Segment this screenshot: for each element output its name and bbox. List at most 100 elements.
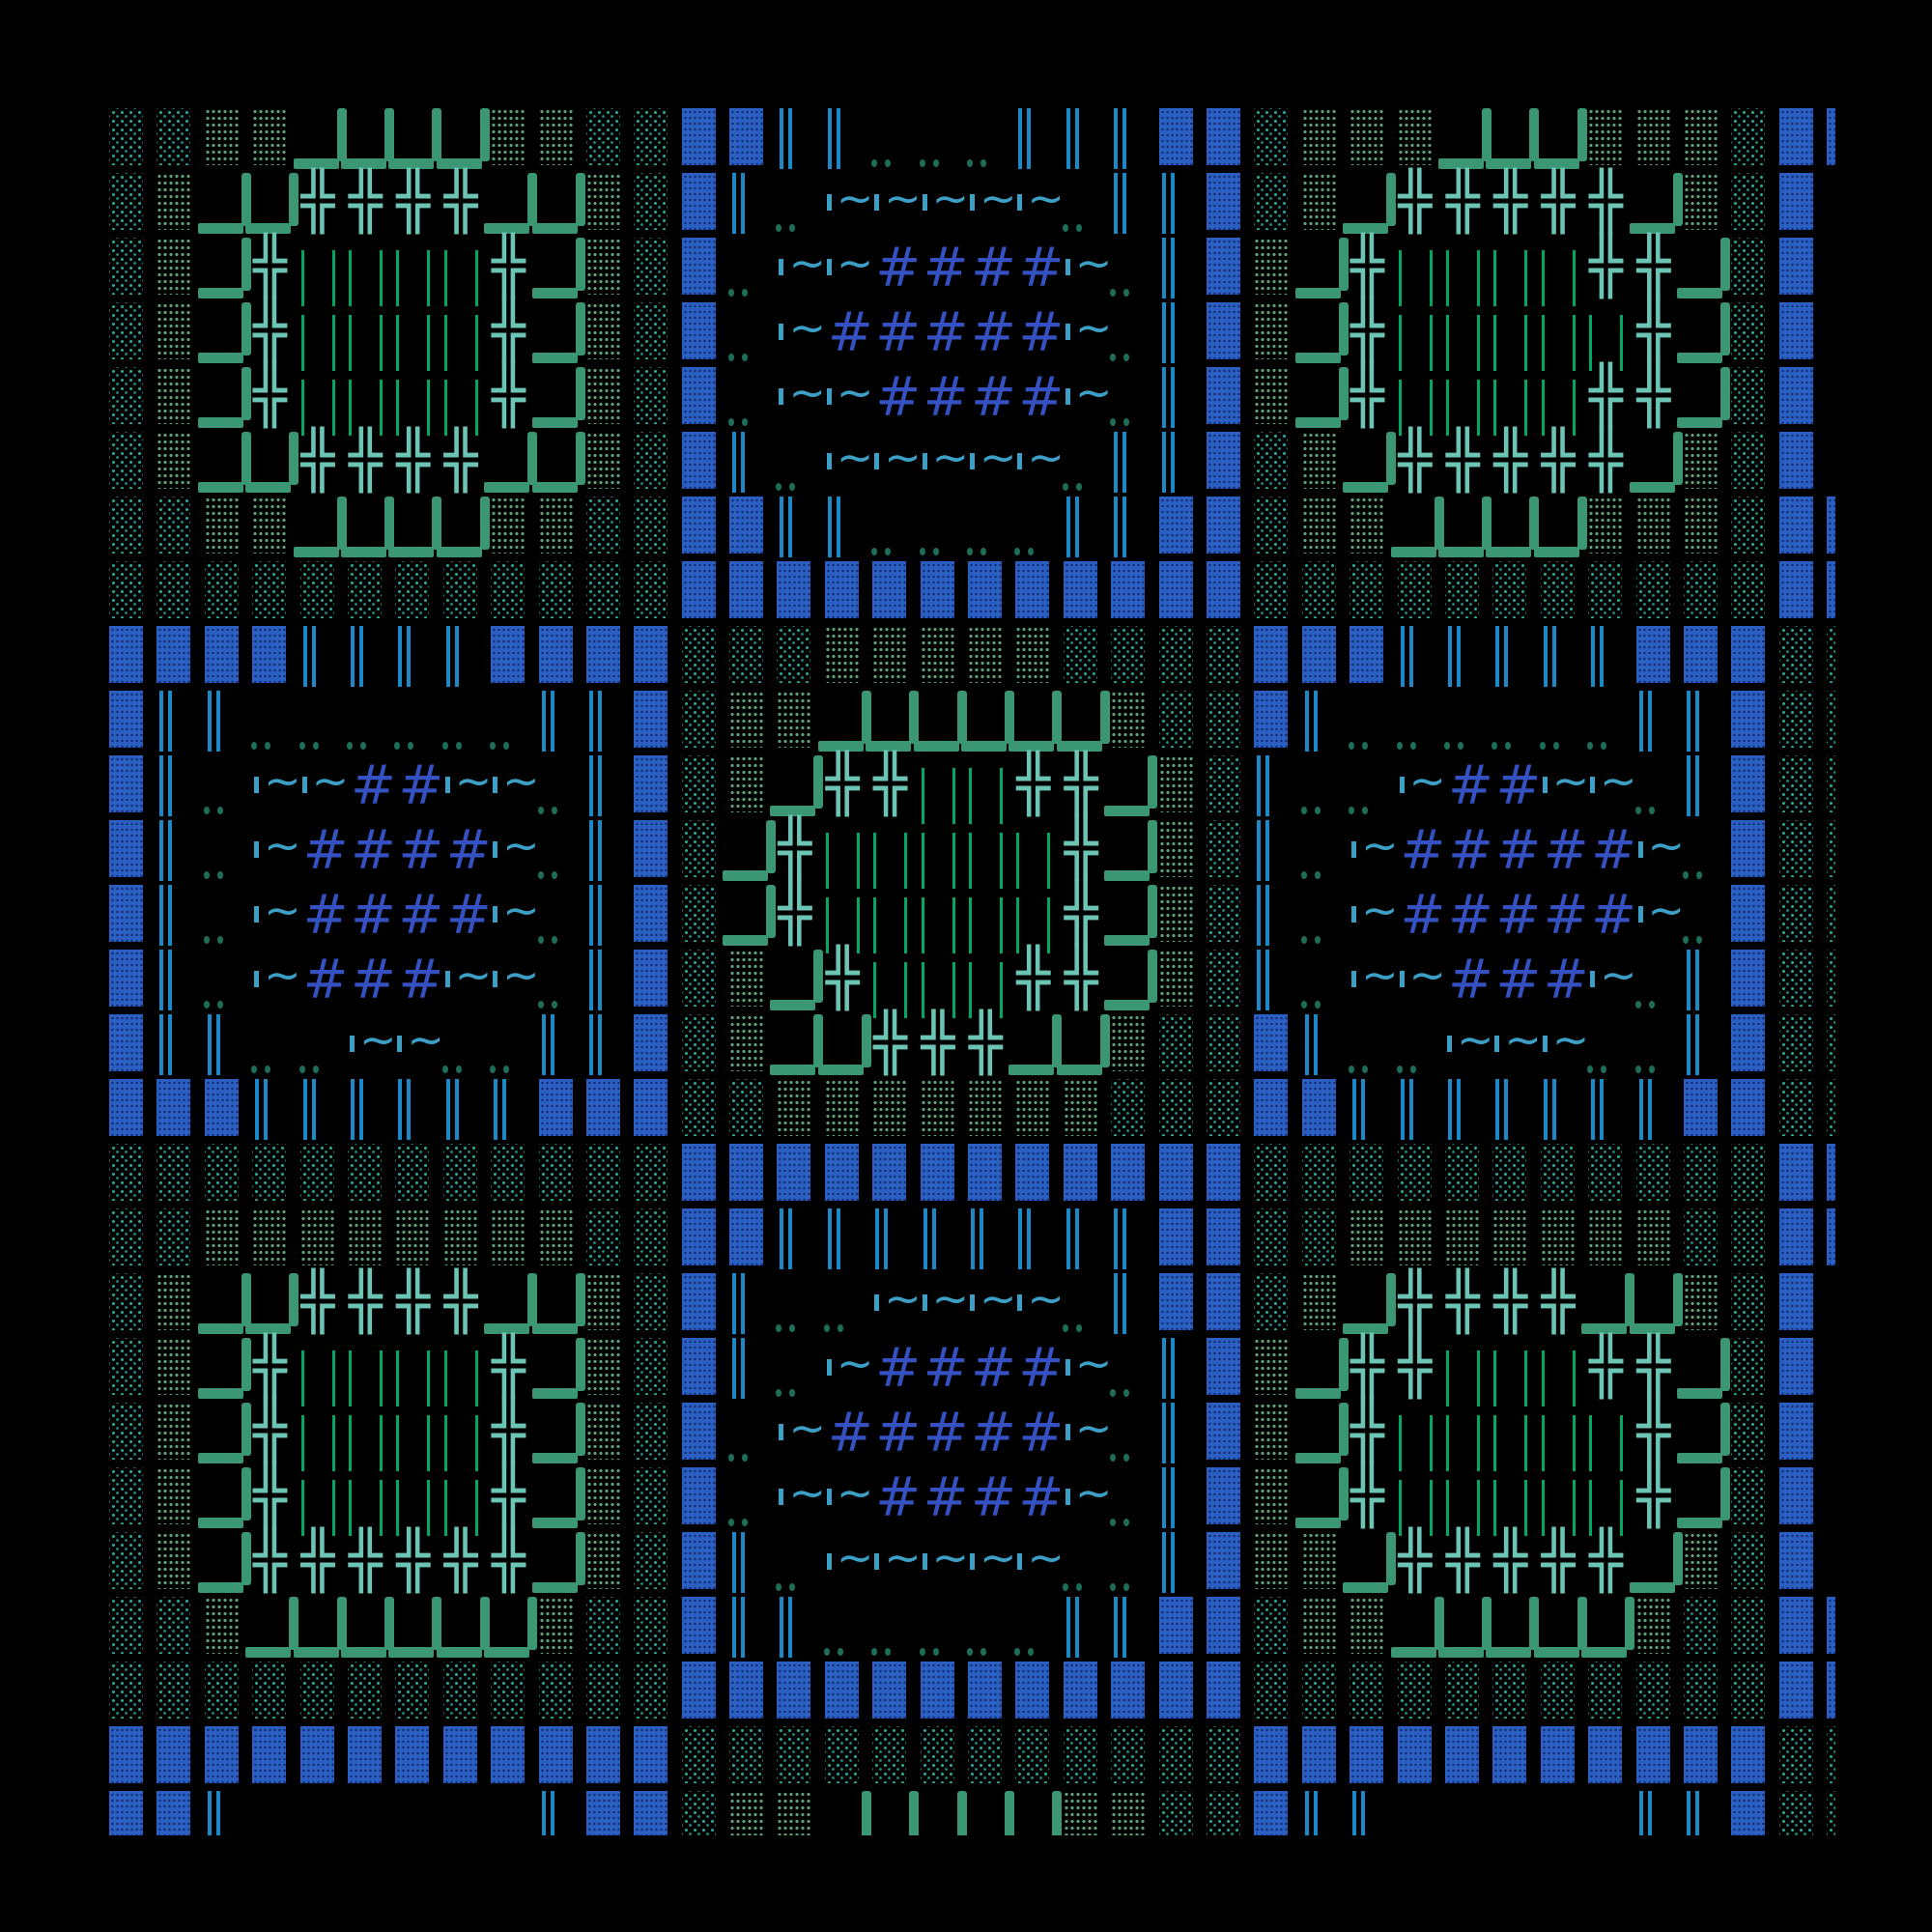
sparse-dots-glyph: ░ [633, 363, 680, 428]
double-pipe-glyph: ║ [1635, 1787, 1683, 1835]
double-pipe-glyph: ║ [1110, 493, 1157, 557]
double-pipe-glyph: ║ [1253, 946, 1300, 1010]
sparse-dots-glyph: ░ [108, 428, 156, 493]
medium-dots-glyph: ▒ [1635, 104, 1683, 169]
blue-block-glyph: ▓ [633, 1010, 680, 1075]
hash-glyph: # [1018, 366, 1065, 429]
sparse-dots-glyph: ░ [156, 1658, 203, 1722]
cross-glyph: ╬ [1636, 298, 1671, 363]
blue-block-glyph: ▓ [490, 622, 537, 687]
cross-glyph: ╬ [492, 1527, 526, 1593]
cross-glyph: ╬ [253, 1463, 288, 1528]
blank-cell [490, 1787, 537, 1835]
hash-glyph: # [1447, 819, 1493, 882]
hash-glyph: # [875, 1466, 922, 1529]
blue-block-glyph: ▓ [1301, 622, 1349, 687]
medium-dots-glyph: ▒ [1349, 493, 1396, 557]
medium-dots-glyph: ▒ [1587, 1205, 1634, 1269]
sparse-dots-glyph: ░ [1206, 1075, 1253, 1140]
blue-block-glyph: ▓ [633, 1787, 680, 1835]
double-pipe-glyph: ║ [1158, 1528, 1206, 1593]
medium-dots-glyph: ▒ [1063, 1787, 1110, 1835]
medium-dots-glyph: ▒ [1158, 946, 1206, 1010]
blank-cell [1826, 298, 1835, 363]
sparse-dots-glyph: ░ [108, 104, 156, 169]
sparse-dots-glyph: ░ [299, 557, 347, 622]
corner-glyph: ┛ [531, 169, 585, 234]
corner-glyph: ┛ [1486, 1593, 1540, 1658]
sparse-dots-glyph: ░ [442, 1140, 490, 1205]
sparse-dots-glyph: ░ [108, 1269, 156, 1334]
dots-glyph: ‥ [919, 104, 967, 169]
double-pipe-glyph: ║ [156, 752, 203, 816]
blue-block-glyph: ▓ [1110, 1140, 1157, 1205]
sparse-dots-glyph: ░ [1492, 1140, 1539, 1205]
medium-dots-glyph: ▒ [920, 1075, 967, 1140]
corner-glyph: ┛ [340, 104, 395, 169]
thin-bar-glyph: │ [347, 234, 394, 306]
blue-block-glyph: ▓ [1206, 1528, 1253, 1593]
corner-glyph: ┛ [1629, 1269, 1683, 1334]
double-pipe-glyph: ║ [1014, 104, 1062, 169]
blue-block-glyph: ▓ [681, 1593, 728, 1658]
blue-block-glyph: ▓ [1206, 557, 1253, 622]
double-pipe-glyph: ║ [1110, 428, 1157, 493]
thin-bar-glyph: │ [347, 298, 394, 371]
sparse-dots-glyph: ░ [1826, 1010, 1835, 1075]
hash-glyph: # [1495, 754, 1542, 817]
hash-glyph: # [302, 949, 349, 1011]
corner-glyph: ┛ [388, 493, 442, 557]
cross-glyph: ╬ [1445, 1268, 1480, 1334]
dots-glyph: ‥ [203, 816, 251, 881]
medium-dots-glyph: ▒ [824, 622, 871, 687]
blue-block-glyph: ▓ [1206, 1658, 1253, 1722]
medium-dots-glyph: ▒ [490, 1205, 537, 1269]
sparse-dots-glyph: ░ [108, 1593, 156, 1658]
sparse-dots-glyph: ░ [1683, 1658, 1730, 1722]
blue-block-glyph: ▓ [538, 1075, 585, 1140]
blue-block-glyph: ▓ [108, 1075, 156, 1140]
medium-dots-glyph: ▒ [251, 1205, 298, 1269]
tilde-glyph: ~ [490, 752, 540, 816]
blue-block-glyph: ▓ [585, 1722, 633, 1787]
hash-glyph: # [1495, 949, 1542, 1011]
double-pipe-glyph: ║ [490, 1075, 537, 1140]
cross-glyph: ╬ [492, 233, 526, 298]
sparse-dots-glyph: ░ [1110, 622, 1157, 687]
double-pipe-glyph: ║ [156, 881, 203, 946]
blue-block-glyph: ▓ [1253, 1010, 1300, 1075]
blue-block-glyph: ▓ [728, 1658, 776, 1722]
corner-glyph: ┛ [920, 1787, 968, 1835]
hash-glyph: # [350, 949, 396, 1011]
medium-dots-glyph: ▒ [871, 1075, 919, 1140]
medium-dots-glyph: ▒ [538, 493, 585, 557]
hash-glyph: # [1018, 1402, 1065, 1464]
sparse-dots-glyph: ░ [538, 1658, 585, 1722]
medium-dots-glyph: ▒ [1683, 493, 1730, 557]
medium-dots-glyph: ▒ [1158, 816, 1206, 881]
double-pipe-glyph: ║ [1158, 1463, 1206, 1528]
blue-block-glyph: ▓ [1826, 104, 1835, 169]
hash-glyph: # [398, 819, 444, 882]
tilde-glyph: ~ [1063, 234, 1112, 298]
double-pipe-glyph: ║ [1397, 1075, 1444, 1140]
medium-dots-glyph: ▒ [728, 752, 776, 816]
corner-glyph: ┛ [531, 363, 585, 428]
medium-dots-glyph: ▒ [1301, 104, 1349, 169]
corner-glyph: ┛ [484, 1593, 538, 1658]
double-pipe-glyph: ║ [776, 104, 823, 169]
dots-glyph: ‥ [728, 1463, 776, 1528]
sparse-dots-glyph: ░ [108, 1334, 156, 1399]
dots-glyph: ‥ [1634, 946, 1683, 1010]
hash-glyph: # [1543, 884, 1589, 947]
double-pipe-glyph: ║ [204, 687, 251, 752]
sparse-dots-glyph: ░ [1730, 493, 1777, 557]
blue-block-glyph: ▓ [681, 493, 728, 557]
medium-dots-glyph: ▒ [156, 1463, 203, 1528]
sparse-dots-glyph: ░ [1635, 1140, 1683, 1205]
thin-bar-glyph: │ [967, 881, 1014, 953]
medium-dots-glyph: ▒ [1635, 1593, 1683, 1658]
corner-glyph: ┛ [723, 816, 777, 881]
cross-glyph: ╬ [253, 362, 288, 428]
blank-cell [1826, 1463, 1835, 1528]
